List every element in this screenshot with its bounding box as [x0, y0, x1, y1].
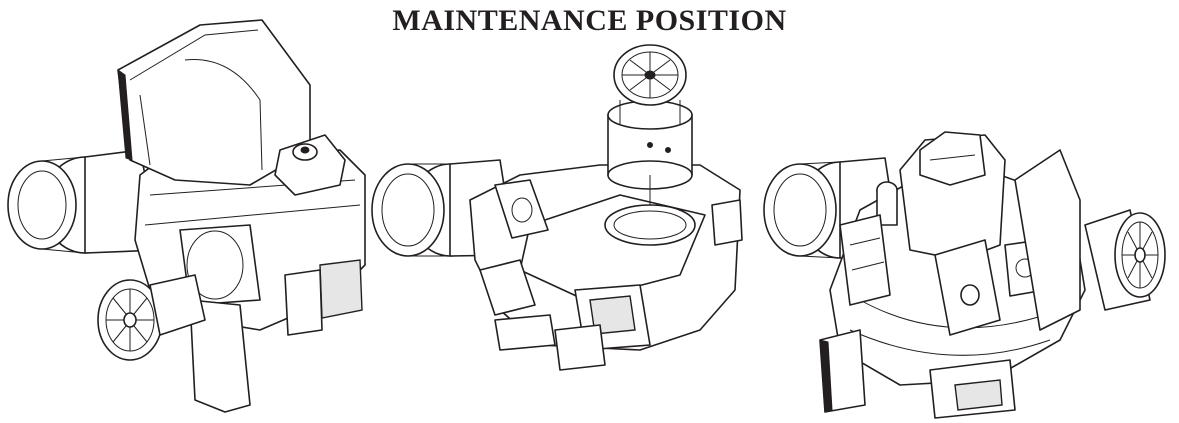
fan-right — [1084, 209, 1166, 311]
side-plate-right — [1014, 149, 1081, 331]
page-title: MAINTENANCE POSITION — [392, 4, 787, 37]
motor-left — [7, 149, 161, 254]
housing-center — [469, 164, 743, 371]
valve-block-right — [876, 131, 1006, 261]
coil-left-right — [839, 214, 891, 306]
burner-center-view — [371, 44, 743, 371]
burner-right-view — [763, 131, 1166, 419]
knob-left — [274, 134, 346, 196]
hood-left — [117, 19, 311, 186]
fan-left — [97, 274, 206, 361]
burner-left-view — [7, 19, 366, 413]
fan-assembly-center — [607, 44, 693, 205]
